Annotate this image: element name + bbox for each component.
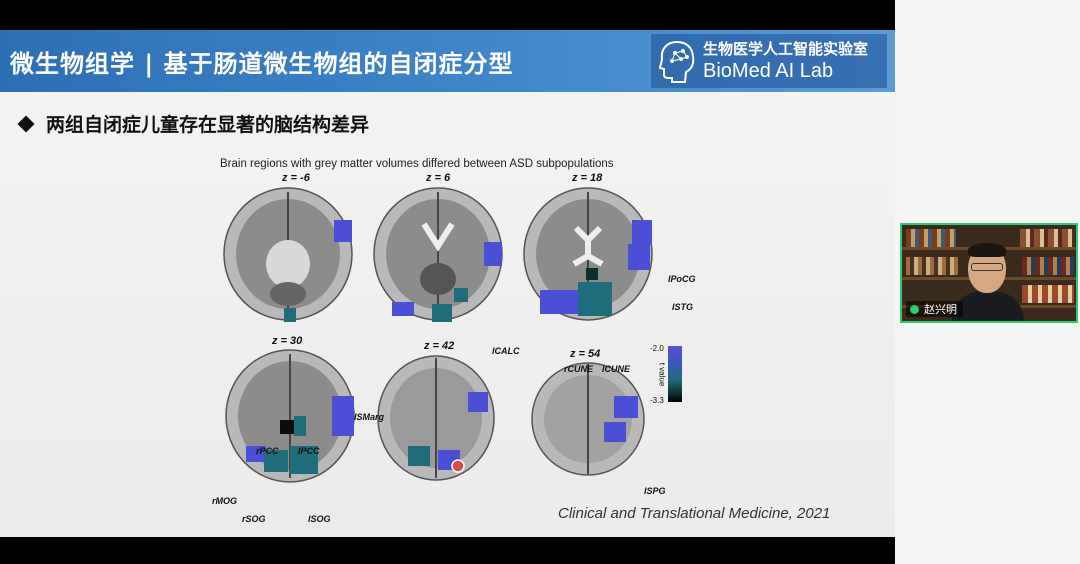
brain-slice-z-30 xyxy=(225,349,355,483)
lab-name-cn: 生物医学人工智能实验室 xyxy=(703,39,869,58)
slide-title: 微生物组学 | 基于肠道微生物组的自闭症分型 xyxy=(10,49,514,78)
colorbar-max: -2.0 xyxy=(650,344,664,353)
lab-logo: 生物医学人工智能实验室 BioMed AI Lab xyxy=(651,34,887,88)
books xyxy=(1022,285,1074,303)
speaker-hair xyxy=(968,243,1006,257)
brain-slice-z-54 xyxy=(531,362,645,476)
top-black-bar xyxy=(0,0,895,30)
region-label: rSOG xyxy=(242,514,266,524)
brain-slice-z-minus6 xyxy=(223,187,353,322)
books xyxy=(1022,257,1074,275)
slice-label: z = 6 xyxy=(426,172,451,184)
brain-figure: Brain regions with grey matter volumes d… xyxy=(212,152,696,524)
slice-label: z = 54 xyxy=(570,348,601,360)
region-label: rMOG xyxy=(212,496,238,506)
colorbar-min: -3.3 xyxy=(650,396,664,405)
brain-slice-z-6 xyxy=(373,187,503,322)
books xyxy=(906,257,958,275)
slice-label: z = 30 xyxy=(272,335,303,347)
participant-name: 赵兴明 xyxy=(924,303,957,316)
brain-logo-icon xyxy=(658,40,695,83)
colorbar xyxy=(668,346,682,402)
figure-title: Brain regions with grey matter volumes d… xyxy=(220,158,614,170)
bullet-point: 两组自闭症儿童存在显著的脑结构差异 xyxy=(17,110,370,137)
lab-name-en: BioMed AI Lab xyxy=(703,59,834,82)
diamond-bullet-icon xyxy=(17,115,35,132)
region-label: lSMarg xyxy=(354,412,385,422)
region-label: lPoCG xyxy=(668,274,696,284)
region-label: lCUNE xyxy=(602,364,631,374)
speaker-glasses xyxy=(971,263,1003,271)
slide-title-bar: 微生物组学 | 基于肠道微生物组的自闭症分型 生物医学人工智能实验室 BioMe… xyxy=(0,30,895,92)
region-label: rCUNE xyxy=(564,364,594,374)
bullet-text: 两组自闭症儿童存在显著的脑结构差异 xyxy=(46,114,370,136)
slice-label: z = -6 xyxy=(282,172,310,184)
region-label: lPCC xyxy=(298,446,320,456)
region-label: lSOG xyxy=(308,514,331,524)
books xyxy=(906,229,956,247)
shared-slide: 微生物组学 | 基于肠道微生物组的自闭症分型 生物医学人工智能实验室 BioMe… xyxy=(0,30,895,537)
region-label: lSPG xyxy=(644,486,666,496)
brain-slice-z-42 xyxy=(377,355,495,481)
citation: Clinical and Translational Medicine, 202… xyxy=(558,505,831,522)
books xyxy=(1020,229,1074,247)
slice-label: z = 42 xyxy=(424,340,455,352)
region-label: lSTG xyxy=(672,302,694,312)
speaker-video-tile[interactable]: 赵兴明 xyxy=(900,223,1078,323)
region-label: lCALC xyxy=(492,346,520,356)
participant-name-tag: 赵兴明 xyxy=(906,301,963,317)
brain-slice-z-18 xyxy=(523,187,653,321)
slice-label: z = 18 xyxy=(572,172,603,184)
colorbar-label: t value xyxy=(657,362,667,387)
speaker-body xyxy=(952,291,1024,321)
bottom-black-bar xyxy=(0,537,895,564)
region-label: rPCC xyxy=(256,446,279,456)
mic-icon xyxy=(910,304,919,314)
